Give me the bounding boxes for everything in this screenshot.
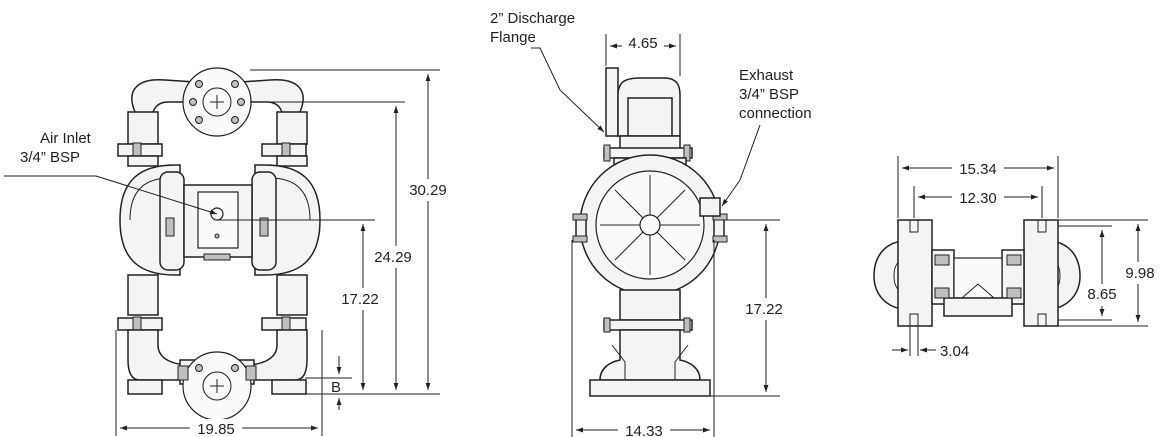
exhaust-label: Exhaust 3/4” BSP connection: [739, 67, 812, 122]
discharge-flange-side: [605, 67, 619, 137]
base-view-pump: [873, 219, 1081, 327]
dim-base: B: [331, 379, 341, 396]
dim-exhaust-height: 17.22: [745, 301, 783, 318]
dim-overall-depth: 9.98: [1125, 265, 1154, 282]
dim-width: 19.85: [197, 421, 235, 437]
side-view-pump: [572, 67, 728, 397]
dim-slot: 3.04: [940, 343, 969, 360]
front-view-dimensions: 30.29 24.29 17.22 B 19.85: [115, 69, 447, 437]
dim-base-width: 14.33: [625, 423, 663, 437]
dim-overall-height: 30.29: [409, 182, 447, 199]
dim-flange-width: 4.65: [628, 35, 657, 52]
dim-inlet-height: 17.22: [341, 291, 379, 308]
dim-discharge-height: 24.29: [374, 249, 412, 266]
dim-overall-width: 15.34: [959, 161, 997, 178]
dim-bolt-depth: 8.65: [1087, 286, 1116, 303]
exhaust-leader: [721, 124, 761, 207]
right-foot: [1023, 219, 1059, 327]
front-view-pump: [117, 67, 321, 421]
side-view-dimensions: 4.65 17.22 14.33: [571, 34, 788, 437]
discharge-leader: [531, 47, 605, 133]
air-inlet-label: Air Inlet 3/4” BSP: [20, 130, 95, 166]
discharge-flange-label: 2” Discharge Flange: [490, 10, 579, 46]
side-base: [589, 379, 711, 397]
base-view-dimensions: 15.34 12.30 9.98 8.65 3.04: [892, 156, 1162, 360]
dim-bolt-width: 12.30: [959, 190, 997, 207]
left-foot: [897, 219, 933, 327]
